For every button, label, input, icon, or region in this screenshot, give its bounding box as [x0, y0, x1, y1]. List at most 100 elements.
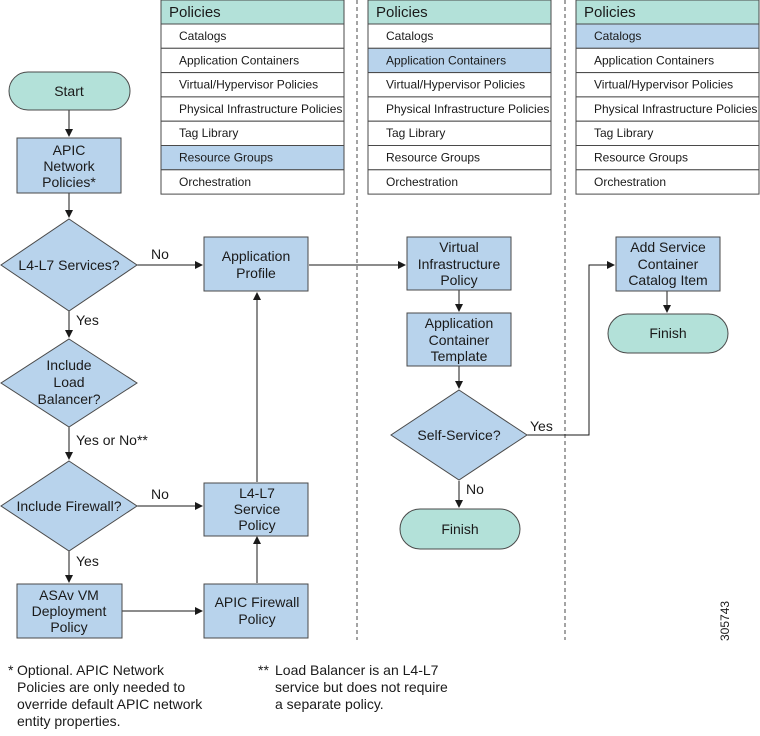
add-service-container-line1: Add Service	[630, 239, 706, 255]
l4l7-service-policy-box	[203, 482, 309, 537]
footnote-2: ** Load Balancer is an L4-L7 service but…	[258, 662, 498, 713]
panel-row	[575, 72, 760, 98]
edge-label-l4l7-yes: Yes	[76, 312, 99, 328]
panel-item-label: Resource Groups	[386, 151, 480, 165]
l4l7-services-label: L4-L7 Services?	[18, 257, 119, 273]
application-profile-box	[203, 236, 309, 292]
l4l7-services-decision	[0, 218, 138, 312]
footnote-1-text: Optional. APIC Network Policies are only…	[17, 662, 203, 729]
panel-header-bg	[575, 0, 760, 25]
apic-network-policies-line3: Policies*	[42, 174, 96, 190]
apic-network-policies-box	[16, 137, 122, 194]
include-load-balancer-decision	[0, 338, 138, 428]
app-container-template-line3: Template	[431, 348, 488, 364]
finish-terminal-right	[607, 313, 729, 354]
panel-row	[367, 72, 552, 98]
footnote-1: * Optional. APIC Network Policies are on…	[8, 662, 248, 730]
add-service-container-box	[615, 236, 721, 292]
panel-header-bg	[367, 0, 552, 25]
panel-row	[575, 169, 760, 195]
add-service-container-line3: Catalog Item	[628, 272, 707, 288]
panel-item-label: Tag Library	[179, 126, 238, 140]
panel-row	[367, 120, 552, 146]
panel-item-label: Tag Library	[386, 126, 445, 140]
panel-item-label: Resource Groups	[594, 151, 688, 165]
panel-header-title: Policies	[169, 4, 221, 21]
edge-label-self-service-yes: Yes	[530, 418, 553, 434]
virtual-infra-line2: Infrastructure	[418, 256, 501, 272]
panel-item-label: Application Containers	[594, 53, 714, 67]
panel-row	[367, 145, 552, 171]
asav-vm-line3: Policy	[50, 619, 87, 635]
virtual-infra-line3: Policy	[440, 272, 477, 288]
start-label: Start	[54, 83, 84, 99]
panel-row	[575, 47, 760, 74]
edge-label-yes-or-no: Yes or No**	[76, 432, 148, 448]
connectors	[65, 110, 671, 615]
finish-terminal-left	[399, 508, 521, 550]
self-service-decision	[390, 389, 528, 481]
panel-row	[575, 120, 760, 146]
panel-row	[160, 120, 345, 146]
include-firewall-label: Include Firewall?	[16, 498, 121, 514]
asav-vm-deployment-box	[16, 583, 123, 639]
self-service-label: Self-Service?	[417, 427, 500, 443]
footnote-1-mark: *	[8, 662, 14, 678]
edge-label-firewall-yes: Yes	[76, 553, 99, 569]
panel-item-label: Virtual/Hypervisor Policies	[594, 78, 733, 92]
finish-right-label: Finish	[649, 325, 686, 341]
include-load-balancer-line1: Include	[46, 357, 91, 373]
panel-row	[160, 145, 345, 171]
edge-label-self-service-no: No	[466, 481, 484, 497]
app-container-template-line2: Container	[429, 332, 490, 348]
include-firewall-decision	[0, 460, 138, 552]
apic-firewall-line1: APIC Firewall	[215, 594, 300, 610]
finish-left-label: Finish	[441, 521, 478, 537]
edge-label-firewall-no: No	[151, 486, 169, 502]
panel-item-label: Tag Library	[594, 126, 653, 140]
edge-label-l4l7-no: No	[151, 246, 169, 262]
panel-row	[575, 96, 760, 122]
panel-item-label: Virtual/Hypervisor Policies	[386, 78, 525, 92]
panel-item-label: Orchestration	[386, 175, 458, 189]
apic-firewall-policy-box	[203, 583, 309, 639]
panel-item-label: Orchestration	[179, 175, 251, 189]
panel-header-title: Policies	[376, 4, 428, 21]
asav-vm-line2: Deployment	[32, 603, 107, 619]
start-terminal	[8, 71, 131, 111]
application-profile-line2: Profile	[236, 265, 276, 281]
application-profile-line1: Application	[222, 248, 291, 264]
app-container-template-line1: Application	[425, 315, 494, 331]
asav-vm-line1: ASAv VM	[39, 587, 99, 603]
l4l7-service-policy-line1: L4-L7	[239, 485, 275, 501]
virtual-infrastructure-policy-box	[406, 236, 512, 291]
panel-item-label: Catalogs	[179, 29, 226, 43]
virtual-infra-line1: Virtual	[439, 239, 478, 255]
apic-firewall-line2: Policy	[238, 611, 275, 627]
panel-row	[367, 23, 552, 49]
footnote-2-mark: **	[258, 662, 269, 678]
include-load-balancer-line2: Load	[53, 374, 84, 390]
panel-row	[367, 96, 552, 122]
edge-selfservice-addcatalog	[527, 261, 615, 436]
l4l7-service-policy-line3: Policy	[238, 517, 275, 533]
panel-row	[367, 169, 552, 195]
panel-row	[160, 169, 345, 195]
panel-item-label: Catalogs	[386, 29, 433, 43]
panel-item-label: Orchestration	[594, 175, 666, 189]
panel-item-label: Application Containers	[386, 53, 506, 67]
apic-network-policies-line2: Network	[43, 158, 95, 174]
panel-row	[367, 47, 552, 74]
l4l7-service-policy-line2: Service	[234, 501, 281, 517]
panel-row	[160, 96, 345, 122]
panel-item-label: Physical Infrastructure Policies	[594, 102, 757, 116]
panel-item-label: Application Containers	[179, 53, 299, 67]
panel-item-label: Resource Groups	[179, 151, 273, 165]
figure-id: 305743	[718, 601, 732, 641]
panel-item-label: Catalogs	[594, 29, 641, 43]
panel-item-label: Physical Infrastructure Policies	[179, 102, 342, 116]
panel-row	[575, 145, 760, 171]
panel-header-title: Policies	[584, 4, 636, 21]
